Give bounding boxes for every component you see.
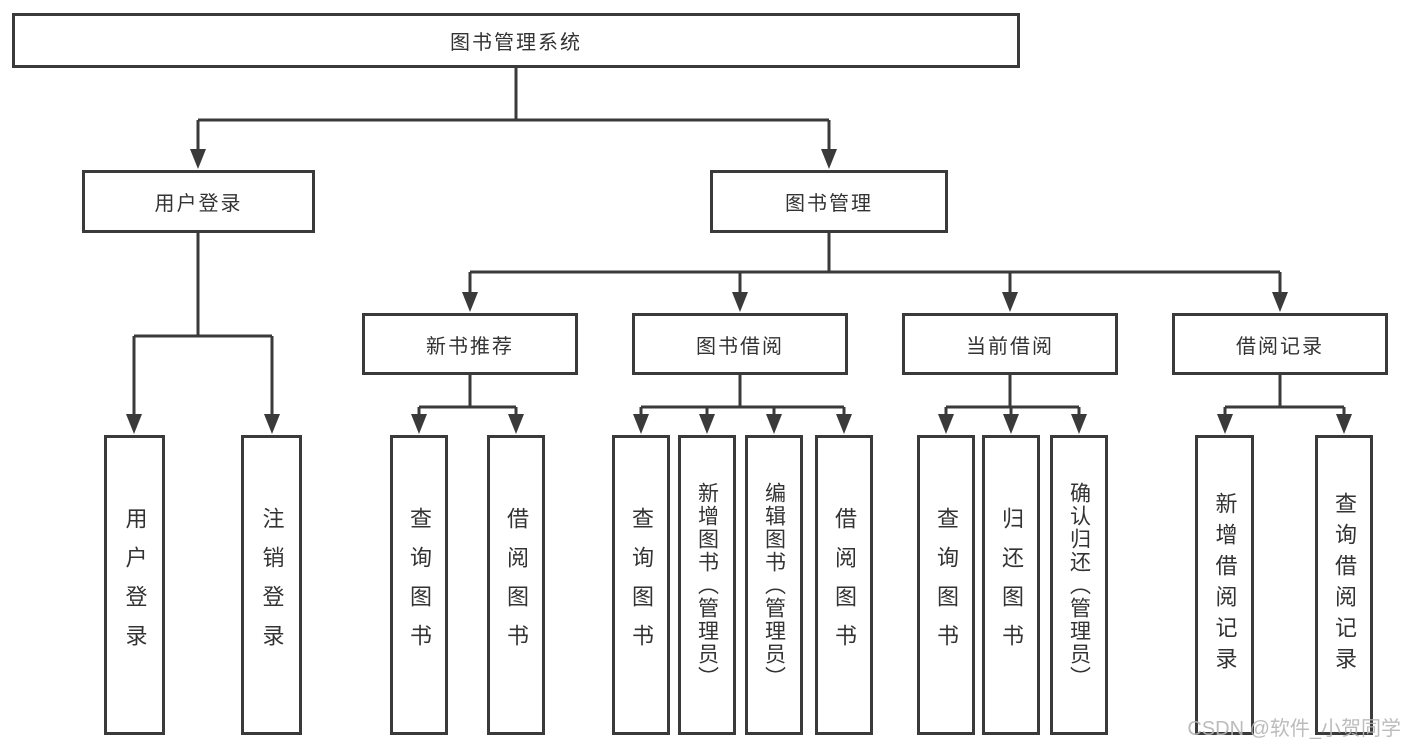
connector-root-to-level2	[196, 68, 831, 151]
leaf-borrow-books: 借阅图书	[815, 435, 873, 735]
leaf-label: 确认归还（管理员）	[1067, 481, 1091, 689]
connector-bookborrow-to-leaves	[639, 375, 846, 416]
node-book-borrowing: 图书借阅	[632, 313, 848, 375]
node-current-borrowing: 当前借阅	[902, 313, 1118, 375]
connector-bookmgmt-to-level3	[468, 233, 1282, 294]
leaf-label: 注销登录	[259, 507, 285, 663]
node-label: 图书管理	[785, 193, 873, 215]
connector-userlogin-to-leaves	[132, 233, 274, 416]
leaf-return-books: 归还图书	[982, 435, 1040, 735]
node-new-book-recommendation: 新书推荐	[362, 313, 578, 375]
leaf-label: 用户登录	[122, 507, 148, 663]
leaf-label: 新增借阅记录	[1212, 492, 1238, 678]
leaf-borrowing-query-books: 查询图书	[612, 435, 670, 735]
leaf-label: 新增图书（管理员）	[695, 481, 719, 689]
leaf-label: 归还图书	[999, 507, 1024, 663]
leaf-label: 借阅图书	[832, 507, 857, 663]
leaf-query-borrow-record: 查询借阅记录	[1315, 435, 1373, 735]
connector-records-to-leaves	[1223, 375, 1346, 416]
leaf-newbook-query-books: 查询图书	[390, 435, 448, 735]
leaf-label: 查询图书	[934, 507, 959, 663]
node-label: 用户登录	[154, 193, 243, 215]
node-label: 借阅记录	[1236, 335, 1324, 358]
node-book-management: 图书管理	[710, 170, 948, 233]
leaf-current-query-books: 查询图书	[917, 435, 975, 735]
leaf-edit-books-admin: 编辑图书（管理员）	[745, 435, 803, 735]
node-label: 图书管理系统	[450, 32, 582, 54]
leaf-user-login: 用户登录	[104, 435, 165, 735]
node-label: 新书推荐	[426, 335, 514, 358]
leaf-label: 借阅图书	[504, 507, 529, 663]
node-library-management-system: 图书管理系统	[12, 13, 1020, 68]
watermark: CSDN @软件_小贺同学	[1187, 718, 1401, 740]
leaf-label: 查询图书	[407, 507, 432, 663]
connector-newbook-to-leaves	[417, 375, 518, 416]
node-borrowing-records: 借阅记录	[1172, 313, 1388, 375]
leaf-label: 查询借阅记录	[1332, 492, 1357, 678]
leaf-confirm-return-admin: 确认归还（管理员）	[1050, 435, 1108, 735]
connector-lines	[132, 68, 1346, 416]
arrowhead-icons	[126, 149, 1352, 434]
node-user-login: 用户登录	[82, 170, 315, 233]
leaf-label: 查询图书	[629, 507, 654, 663]
connector-currentborrow-to-leaves	[944, 375, 1081, 416]
leaf-add-borrow-record: 新增借阅记录	[1195, 435, 1254, 735]
leaf-label: 编辑图书（管理员）	[762, 481, 786, 689]
leaf-logout: 注销登录	[241, 435, 302, 735]
node-label: 图书借阅	[696, 335, 784, 358]
leaf-add-books-admin: 新增图书（管理员）	[678, 435, 736, 735]
leaf-newbook-borrow-books: 借阅图书	[487, 435, 545, 735]
node-label: 当前借阅	[966, 335, 1054, 358]
